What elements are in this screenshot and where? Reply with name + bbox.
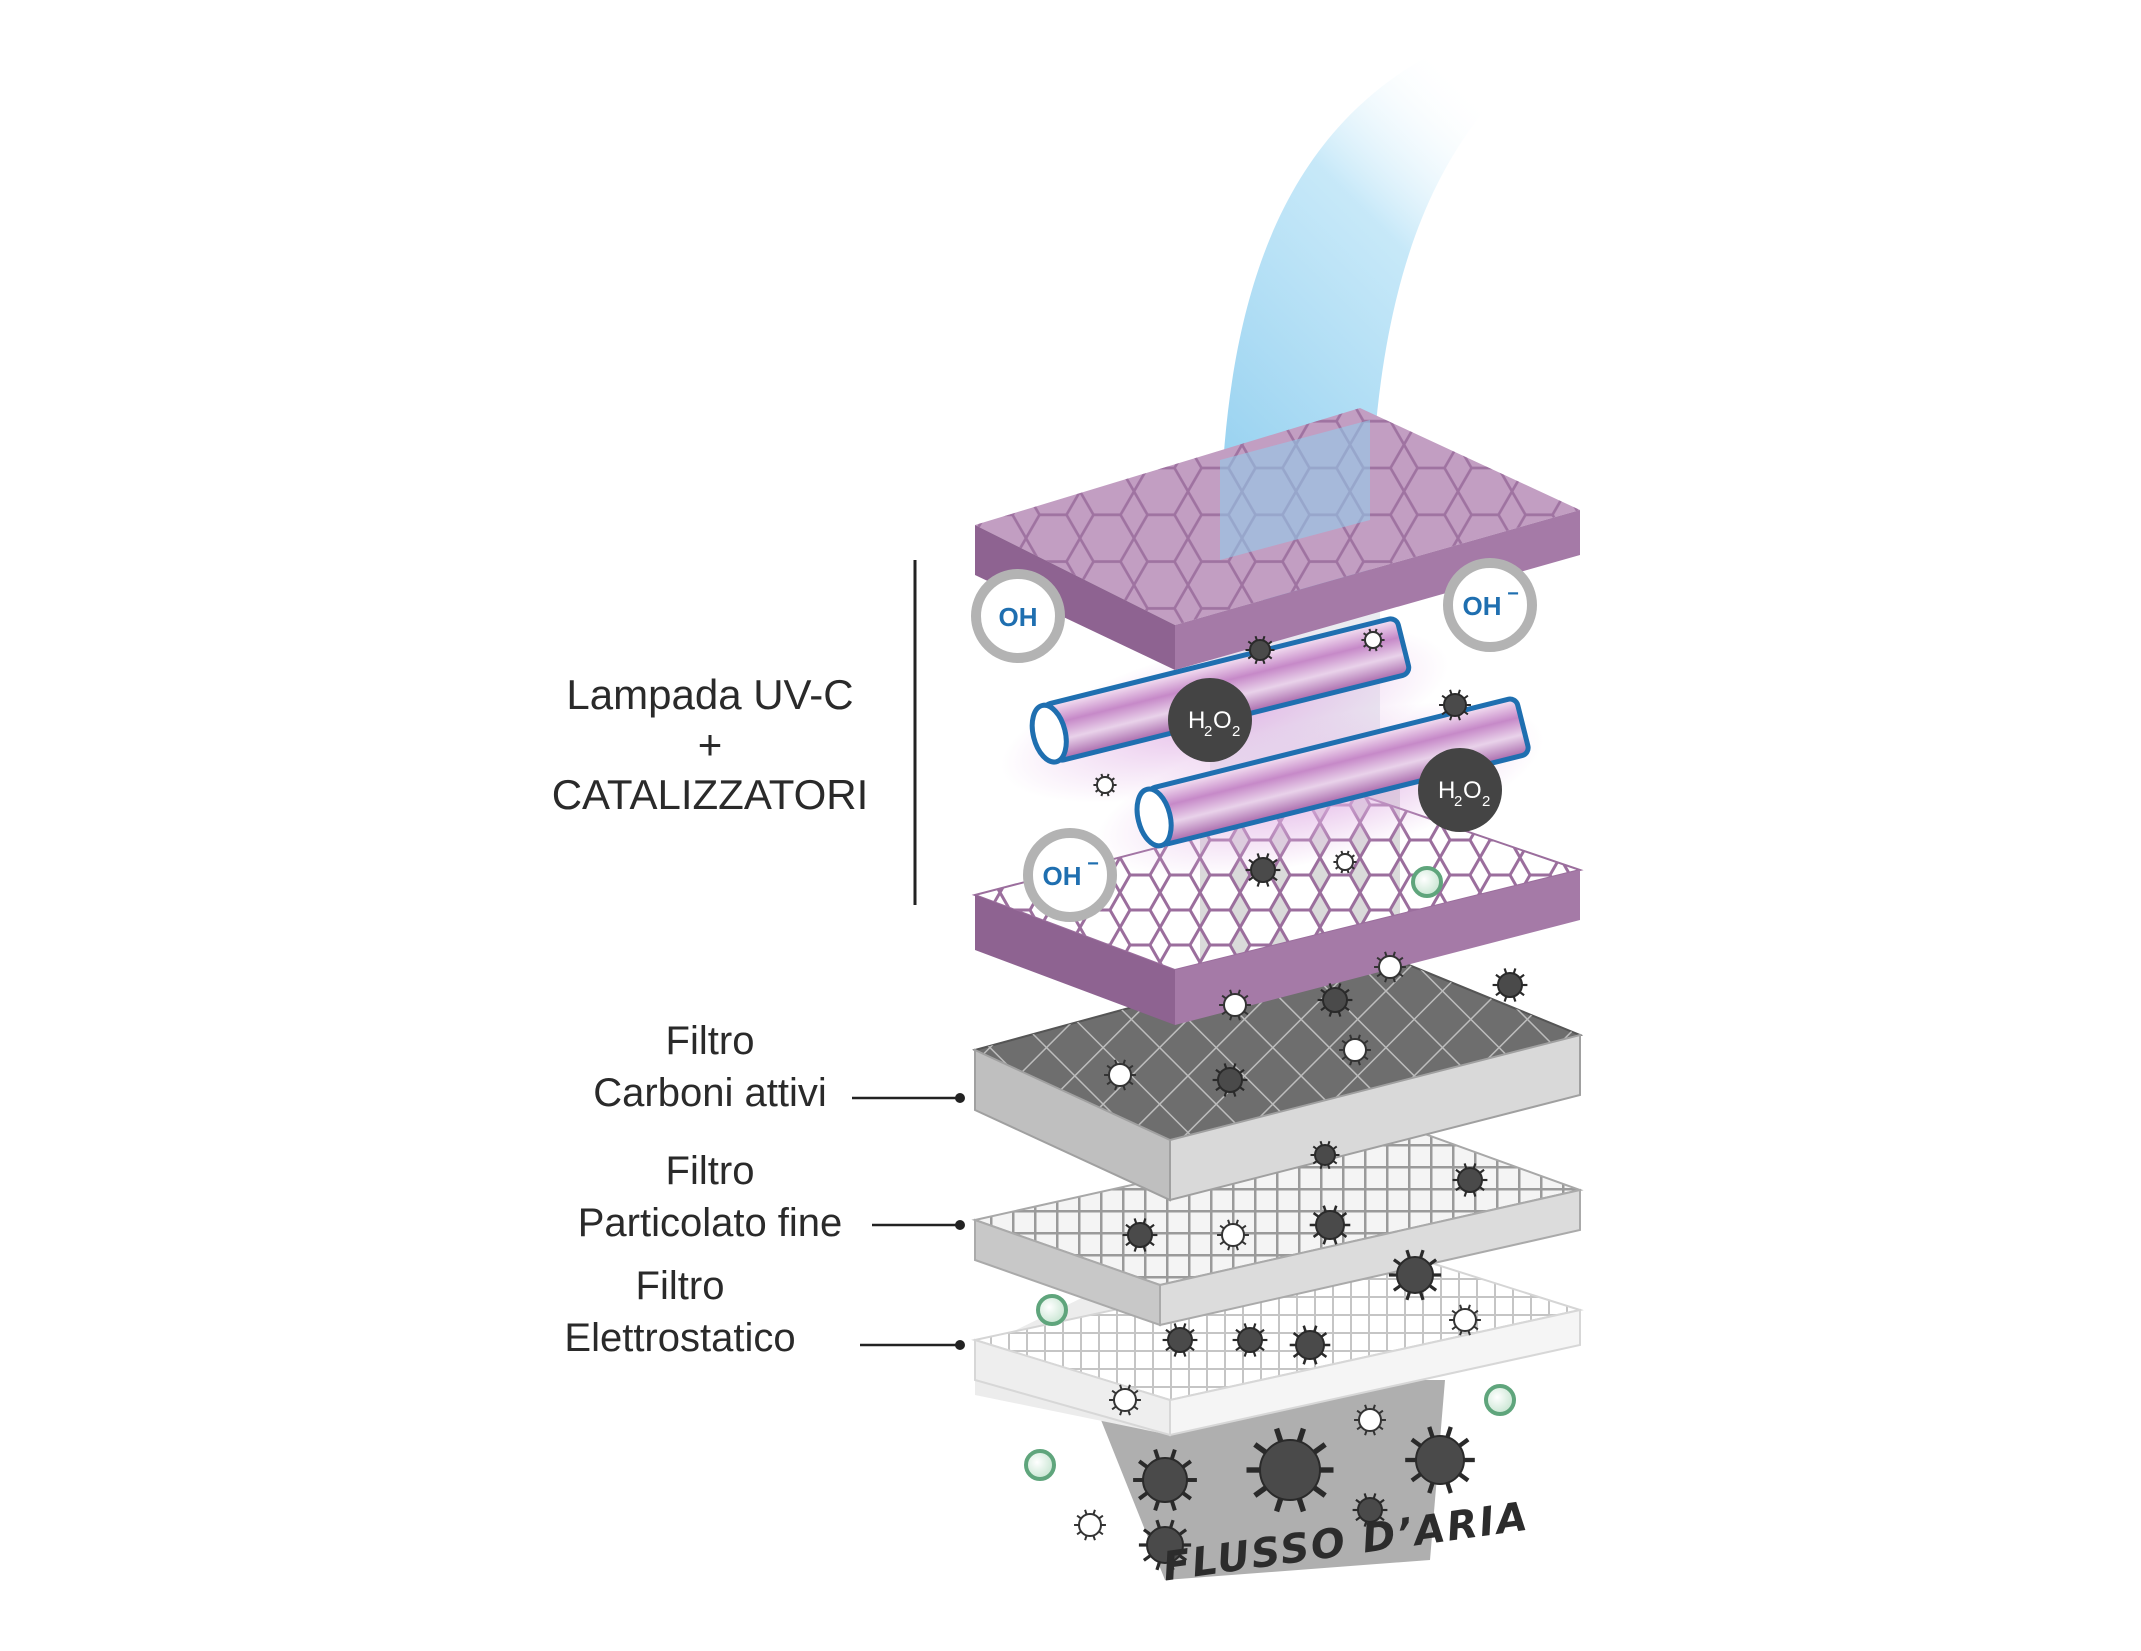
svg-text:2: 2 [1204,723,1212,740]
hydroxyl-ion-bottom-left: OH − [1023,828,1117,922]
virus-particle [1439,689,1471,721]
particles [1024,628,1528,1571]
harmless-particle [1109,1384,1141,1416]
fine-filter-label: Filtro Particolato fine [550,1145,870,1249]
fine-filter-label-line2: Particolato fine [577,1201,843,1245]
svg-text:O: O [1463,777,1482,804]
fine-filter-label-line1: Filtro [665,1149,755,1193]
green-particle [1036,1294,1068,1326]
virus-particle [1289,1325,1331,1365]
virus-particle [1246,1427,1334,1513]
svg-text:H: H [1438,777,1455,804]
electrostatic-filter-label-line2: Elettrostatico [564,1316,796,1360]
svg-text:2: 2 [1454,793,1462,810]
carbon-filter [972,943,1584,1202]
uv-section-label: Lampada UV-C + CATALIZZATORI [470,670,950,820]
carbon-filter-label-line1: Filtro [665,1019,755,1063]
filter-leader-dots [955,1093,965,1350]
hydroxyl-radical-top-left: OH [971,569,1065,663]
virus-particle [1232,1323,1268,1357]
svg-text:OH: OH [1043,861,1082,891]
harmless-particle [1333,850,1357,874]
svg-text:−: − [1087,853,1099,875]
green-particle [1024,1449,1056,1481]
virus-particle [1133,1449,1197,1511]
virus-particle [1245,635,1275,665]
virus-particle [1138,1519,1192,1571]
virus-particle [1309,1205,1351,1245]
svg-text:−: − [1507,583,1519,605]
harmless-particle [1074,1509,1106,1541]
uv-lamp-title: Lampada UV-C [566,671,854,718]
virus-particle [1492,968,1528,1002]
harmless-particle [1361,628,1385,652]
air-stream-overlay [1220,420,1370,560]
harmless-particle [1217,1219,1249,1251]
harmless-particle [1219,989,1251,1021]
hydrogen-peroxide-right: H 2 O 2 [1418,748,1502,832]
green-particle [1411,866,1443,898]
harmless-particle [1104,1059,1136,1091]
virus-particle [1122,1218,1158,1252]
virus-particle [1388,1249,1442,1301]
svg-text:2: 2 [1232,723,1240,740]
virus-particle [1162,1323,1198,1357]
virus-particle [1245,853,1281,887]
svg-text:O: O [1213,707,1232,734]
virus-particle [1212,1063,1248,1097]
uv-plus-sign: + [697,721,723,768]
harmless-particle [1449,1304,1481,1336]
electrostatic-filter-label-line1: Filtro [635,1264,725,1308]
carbon-filter-label-line2: Carboni attivi [593,1071,827,1115]
hydroxyl-ion-top-right: OH − [1443,558,1537,652]
virus-particle [1317,983,1353,1017]
harmless-particle [1339,1034,1371,1066]
harmless-particle [1374,951,1406,983]
filter-leaders [852,1096,958,1347]
hydrogen-peroxide-left: H 2 O 2 [1168,678,1252,762]
virus-particle [1352,1493,1388,1527]
virus-particle [1310,1140,1340,1170]
svg-text:2: 2 [1482,793,1490,810]
harmless-particle [1354,1404,1386,1436]
virus-particle [1405,1426,1475,1494]
carbon-filter-label: Filtro Carboni attivi [550,1015,870,1119]
svg-text:OH: OH [999,602,1038,632]
uv-lamp-lower [1134,696,1531,849]
harmless-particle [1093,773,1117,797]
svg-text:H: H [1188,707,1205,734]
svg-text:OH: OH [1463,591,1502,621]
catalysts-title: CATALIZZATORI [551,771,869,818]
virus-particle [1452,1163,1488,1197]
green-particle [1484,1384,1516,1416]
electrostatic-filter-label: Filtro Elettrostatico [520,1260,840,1364]
